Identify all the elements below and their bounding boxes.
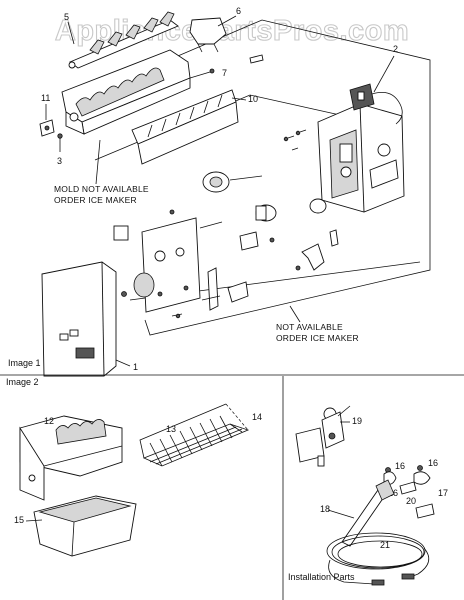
ice-bin-part [33, 495, 137, 557]
callout-4: 5 [64, 12, 69, 22]
shut-off-arm-part [301, 243, 325, 271]
callout-16b: 16 [428, 458, 438, 468]
callout-11: 12 [44, 416, 54, 426]
plate-insulator-part [113, 225, 129, 241]
not-available-note-line2: ORDER ICE MAKER [276, 333, 359, 343]
timing-gear-part [255, 204, 277, 222]
water-valve-part [295, 405, 351, 467]
front-cover-part [41, 261, 117, 377]
control-housing-part [317, 103, 405, 213]
mold-note-line2: ORDER ICE MAKER [54, 195, 137, 205]
callout-5: 6 [236, 6, 241, 16]
wire-harness-part [349, 83, 403, 125]
ice-maker-assembly-part [19, 415, 123, 501]
installation-parts-label: Installation Parts [288, 572, 355, 582]
callout-16: 16 [395, 461, 405, 471]
callout-6: 7 [222, 68, 227, 78]
clip-part [39, 119, 55, 137]
callout-18: 18 [320, 504, 330, 514]
switch-part [239, 231, 259, 251]
water-line-kit-part [326, 532, 430, 586]
installation-parts-view: 19 16 16 16 17 20 18 [288, 405, 448, 586]
fill-tube-part [341, 479, 395, 547]
callout-13: 14 [252, 412, 262, 422]
callout-7: 10 [248, 94, 258, 104]
callout-12: 13 [166, 424, 176, 434]
callout-3: 3 [57, 156, 62, 166]
ejector-blade-part [68, 11, 179, 69]
wire-shelf-part [139, 403, 250, 467]
mounting-plate-part [133, 217, 201, 313]
callout-14: 15 [14, 515, 24, 525]
callout-2: 2 [393, 44, 398, 54]
callout-17: 17 [438, 488, 448, 498]
bracket-part [189, 17, 227, 53]
callout-1: 1 [133, 362, 138, 372]
callout-10: 11 [41, 93, 50, 103]
image2-view: Image 2 12 15 13 14 [6, 377, 262, 557]
screw-part [57, 133, 63, 152]
ice-mold-part [61, 49, 191, 135]
mold-note-line1: MOLD NOT AVAILABLE [54, 184, 149, 194]
image1-label: Image 1 [8, 358, 41, 368]
callout-21: 21 [380, 540, 390, 550]
shield-plate-part [249, 54, 264, 64]
thermostat-part [202, 171, 230, 193]
fitting-part [383, 465, 435, 519]
stripper-part [131, 89, 239, 165]
image2-label: Image 2 [6, 377, 39, 387]
callout-20: 20 [406, 496, 416, 506]
image1-exploded-view: 5 6 2 7 10 11 3 1 MOLD NOT AVAILABLE ORD… [8, 6, 431, 377]
cam-part [309, 198, 327, 214]
callout-19: 19 [352, 416, 362, 426]
not-available-note-line1: NOT AVAILABLE [276, 322, 343, 332]
